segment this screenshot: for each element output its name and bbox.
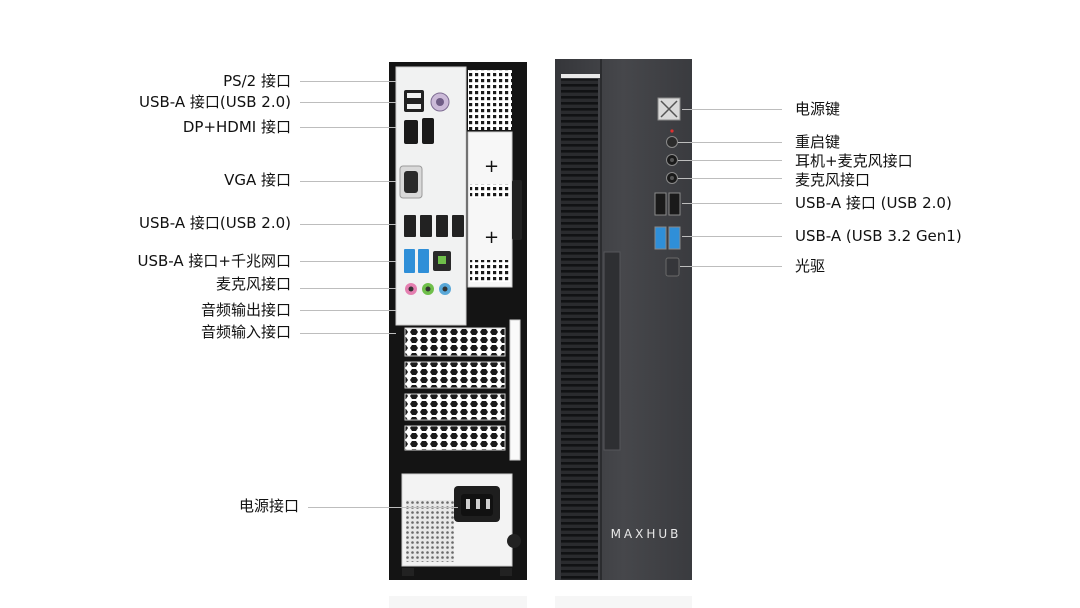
leader-line	[300, 127, 396, 128]
usb-port	[404, 215, 416, 237]
leader-line	[680, 266, 782, 267]
optical-drive-bay	[603, 251, 621, 451]
drive-eject	[665, 257, 680, 277]
usb-port	[420, 215, 432, 237]
leader-line	[308, 507, 458, 508]
leader-line	[300, 102, 396, 103]
leader-line	[300, 333, 396, 334]
psu-vent	[406, 500, 454, 562]
leader-line	[300, 224, 396, 225]
usb3-port	[404, 249, 415, 273]
leader-line	[678, 178, 782, 179]
front-usb3-port	[668, 226, 681, 250]
rear-view: + +	[389, 62, 527, 580]
upper-vent	[468, 70, 512, 130]
label-power-button: 电源键	[795, 100, 841, 118]
svg-text:+: +	[484, 156, 499, 177]
label-optical-drive: 光驱	[795, 257, 826, 275]
leader-line	[682, 236, 782, 237]
thumb-screw	[507, 534, 521, 548]
leader-line	[300, 261, 396, 262]
dp-port	[404, 120, 418, 144]
front-usb3-port	[654, 226, 667, 250]
leader-line	[300, 288, 396, 289]
front-view: MAXHUB	[555, 59, 692, 580]
label-audio-out: 音频输出接口	[200, 301, 291, 319]
reset-button	[666, 136, 678, 148]
front-fins	[561, 79, 598, 580]
brand-logo: MAXHUB	[611, 527, 682, 541]
front-usb2-port	[654, 192, 667, 216]
expansion-slot	[404, 425, 506, 451]
expansion-slot	[404, 361, 506, 389]
label-mic-jack: 麦克风接口	[795, 171, 871, 189]
label-vga: VGA 接口	[224, 171, 291, 189]
expansion-slot	[404, 327, 506, 357]
label-usb-a-usb2-top: USB-A 接口(USB 2.0)	[138, 93, 291, 111]
label-mic: 麦克风接口	[215, 275, 291, 293]
label-reset-button: 重启键	[795, 133, 841, 151]
leader-line	[678, 160, 782, 161]
label-dp-hdmi: DP+HDMI 接口	[182, 118, 291, 136]
label-power-socket: 电源接口	[238, 497, 299, 515]
leader-line	[300, 181, 396, 182]
front-usb2-port	[668, 192, 681, 216]
hdmi-port	[422, 118, 434, 144]
leader-line	[678, 142, 782, 143]
label-usb-a-usb2-mid: USB-A 接口(USB 2.0)	[138, 214, 291, 232]
leader-line	[300, 81, 396, 82]
expansion-slot	[404, 393, 506, 421]
usb-port	[452, 215, 464, 237]
label-usb-a-usb32-front: USB-A (USB 3.2 Gen1)	[795, 227, 962, 245]
usb-port	[436, 215, 448, 237]
label-usb-a-usb2-front: USB-A 接口 (USB 2.0)	[795, 194, 952, 212]
usb3-port	[418, 249, 429, 273]
svg-text:+: +	[484, 227, 499, 248]
label-audio-in: 音频输入接口	[200, 323, 291, 341]
label-ps2: PS/2 接口	[223, 72, 291, 90]
leader-line	[682, 203, 782, 204]
leader-line	[300, 310, 396, 311]
label-usb-a-lan: USB-A 接口+千兆网口	[137, 252, 291, 270]
leader-line	[682, 109, 782, 110]
label-headset-jack: 耳机+麦克风接口	[795, 152, 913, 170]
